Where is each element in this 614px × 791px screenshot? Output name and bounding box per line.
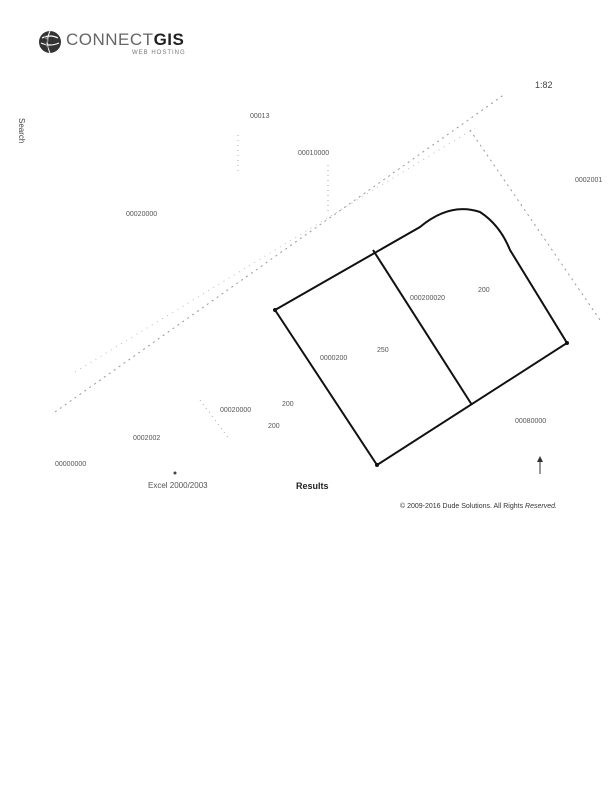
- map-canvas[interactable]: 1:82 00013 00010000 00020000 000200020 0…: [0, 0, 614, 520]
- scale-label: 1:82: [535, 80, 553, 90]
- export-excel-link[interactable]: Excel 2000/2003: [148, 481, 208, 490]
- logo-brand-bold: GIS: [153, 30, 185, 49]
- map-marker-icon: [173, 471, 177, 475]
- dimension-label: 250: [377, 347, 389, 354]
- dimension-label: 200: [478, 287, 490, 294]
- parcel-vertex: [273, 308, 277, 312]
- parcel-label: 00020000: [220, 407, 251, 414]
- dimension-label: 200: [282, 401, 294, 408]
- parcel-vertex: [375, 463, 379, 467]
- parcel-label: 00013: [250, 113, 270, 120]
- parcel-label: 0000200: [320, 355, 347, 362]
- copyright-reserved: Reserved.: [525, 503, 557, 510]
- parcel-vertex: [565, 341, 569, 345]
- parcel-label: 0002001: [575, 177, 602, 184]
- parcel-label: 0002002: [133, 435, 160, 442]
- parcel-line-bottom: [199, 399, 231, 441]
- dimension-label: 200: [268, 423, 280, 430]
- parcel-line-right: [469, 129, 601, 321]
- selected-parcel[interactable]: [273, 208, 569, 467]
- copyright-text: © 2009-2016 Dude Solutions. All Rights R…: [400, 503, 557, 510]
- logo-brand: CONNECTGIS: [66, 30, 184, 50]
- north-arrow-icon: [537, 456, 543, 474]
- parcel-label: 00010000: [298, 150, 329, 157]
- connectgis-logo[interactable]: CONNECTGIS WEB HOSTING: [36, 28, 196, 60]
- logo-subtitle: WEB HOSTING: [132, 50, 186, 56]
- road-line-1: [54, 93, 506, 413]
- parcel-label: 00000000: [55, 461, 86, 468]
- copyright-prefix: © 2009-2016 Dude Solutions. All Rights: [400, 503, 526, 510]
- parcel-label: 000200020: [410, 295, 445, 302]
- globe-icon: [39, 30, 61, 54]
- road-line-2: [74, 127, 476, 373]
- parcel-division-line: [372, 249, 473, 406]
- parcel-label: 00080000: [515, 418, 546, 425]
- results-link[interactable]: Results: [296, 481, 329, 491]
- logo-brand-light: CONNECT: [66, 30, 154, 49]
- parcel-label: 00020000: [126, 211, 157, 218]
